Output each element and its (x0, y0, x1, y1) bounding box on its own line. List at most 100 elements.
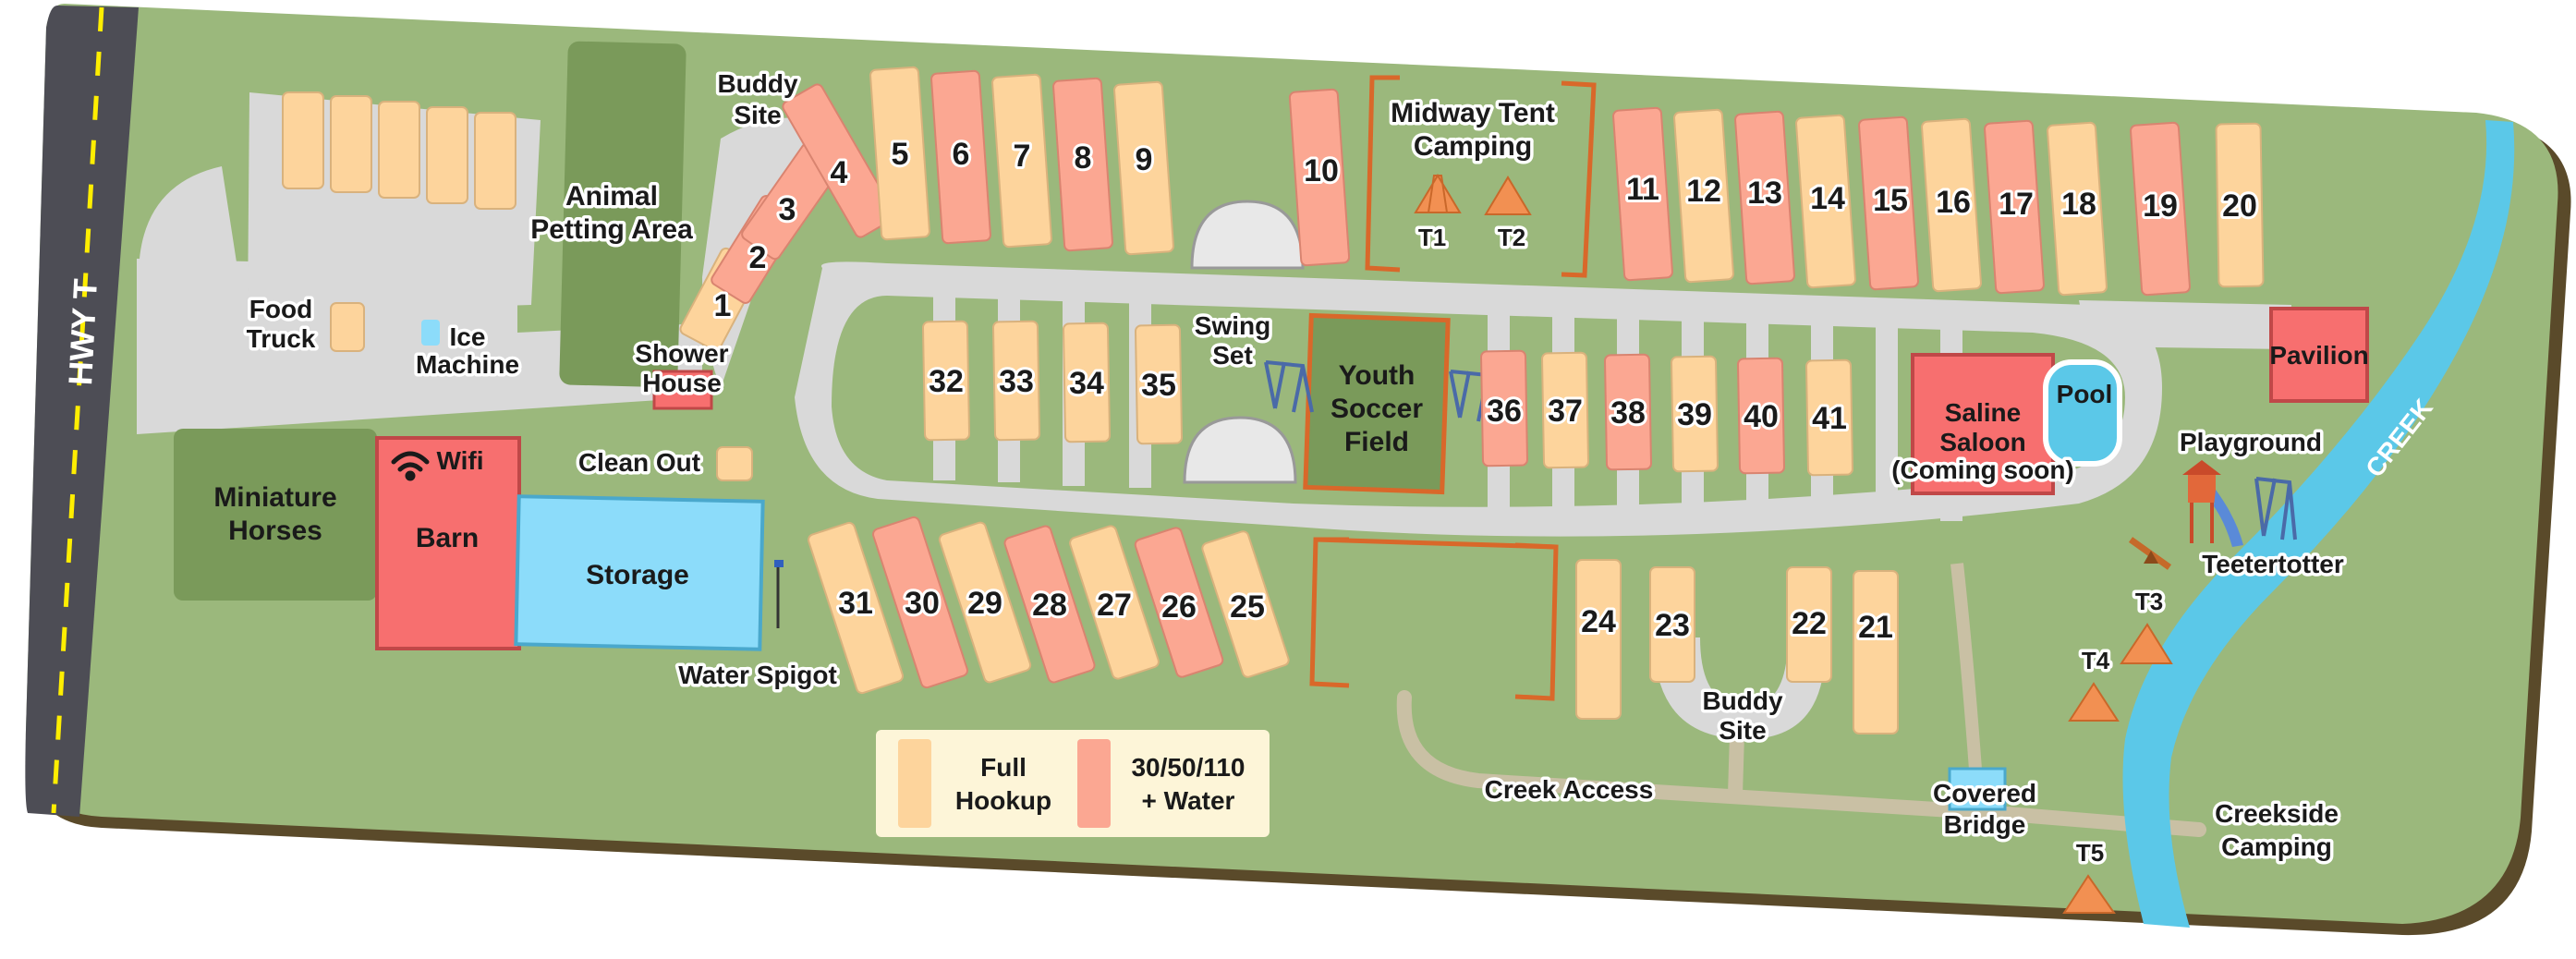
site-38[interactable] (1604, 353, 1652, 471)
site-label: 25 (1230, 589, 1265, 625)
wifi-icon (391, 451, 430, 481)
site-23[interactable] (1649, 566, 1695, 683)
saloon-label: Saline (1945, 398, 2021, 427)
covered-bridge-label: Covered (1933, 779, 2036, 807)
site-label: 9 (1136, 142, 1153, 177)
site-34[interactable] (1062, 322, 1112, 443)
bridge-path (1950, 563, 1984, 795)
site-label: 26 (1161, 589, 1197, 625)
site-39[interactable] (1671, 355, 1719, 473)
site-32[interactable] (921, 320, 971, 442)
site-label: 32 (929, 364, 964, 399)
site-label: 8 (1075, 140, 1092, 176)
campsites (679, 66, 2265, 734)
site-6[interactable] (930, 69, 991, 245)
site-19[interactable] (2130, 121, 2191, 297)
site-7[interactable] (991, 73, 1052, 249)
site-10[interactable] (1288, 88, 1351, 267)
site-15[interactable] (1858, 115, 1919, 291)
tent-label-t1: T1 (1418, 224, 1446, 251)
site-label: 28 (1032, 588, 1067, 623)
site-label: 21 (1858, 610, 1893, 645)
site-label: 38 (1610, 395, 1646, 431)
site-41[interactable] (1805, 358, 1853, 477)
site-14[interactable] (1795, 114, 1856, 289)
site-label: 5 (892, 137, 909, 172)
site-31[interactable] (807, 521, 904, 695)
food-truck-label: Food (249, 295, 312, 323)
site-21[interactable] (1853, 570, 1899, 734)
tent-label-t5: T5 (2076, 839, 2104, 867)
site-8[interactable] (1052, 77, 1113, 252)
site-12[interactable] (1673, 108, 1734, 284)
site-17[interactable] (1984, 119, 2045, 295)
shower-house-label: House (642, 369, 722, 397)
site-16[interactable] (1921, 117, 1982, 293)
legend-full-line1: Full (980, 753, 1027, 782)
storage-building (514, 494, 765, 651)
playground-label: Playground (2180, 428, 2322, 456)
animal-petting-area (559, 41, 687, 388)
site-label: 39 (1677, 397, 1712, 432)
teetertotter-icon (2128, 537, 2172, 570)
site-label: 14 (1810, 181, 1845, 216)
site-30[interactable] (871, 516, 968, 689)
legend: Full Hookup 30/50/110 + Water (876, 730, 1270, 837)
site-label: 12 (1686, 174, 1721, 209)
site-label: 10 (1304, 153, 1339, 188)
site-label: 18 (2061, 187, 2096, 222)
creekside-label: Camping (2221, 832, 2332, 861)
highway-centerline (51, 6, 104, 814)
mini-horses-label: Horses (228, 516, 322, 546)
site-20[interactable] (2215, 122, 2265, 288)
site-4[interactable] (781, 82, 897, 238)
site-24[interactable] (1575, 559, 1622, 720)
site-13[interactable] (1734, 110, 1795, 285)
creek-access-path (1396, 690, 2206, 837)
creek (2122, 120, 2515, 928)
site-label: 36 (1487, 394, 1522, 429)
creek-access-label: Creek Access (1485, 775, 1654, 804)
youth-soccer-label: Soccer (1331, 394, 1423, 424)
tent-label-t3: T3 (2135, 588, 2163, 615)
mini-horses-label: Miniature (213, 482, 336, 513)
site-26[interactable] (1134, 527, 1224, 678)
site-27[interactable] (1069, 525, 1160, 680)
midway-tent-outline (1365, 75, 1597, 278)
site-label: 34 (1069, 366, 1104, 401)
buddy-site-bottom-label: Buddy (1702, 686, 1783, 715)
site-label: 4 (831, 155, 848, 190)
ice-machine (421, 320, 440, 346)
site-37[interactable] (1541, 351, 1589, 469)
site-35[interactable] (1134, 323, 1184, 445)
saloon-label: (Coming soon) (1891, 455, 2074, 484)
site-9[interactable] (1113, 80, 1174, 256)
legend-full-swatch (898, 739, 931, 828)
site-label: 24 (1581, 604, 1616, 639)
site-40[interactable] (1737, 357, 1785, 475)
site-labels: 1 2 3 4 5 6 7 8 9 10 11 12 13 14 15 16 1… (711, 134, 2260, 648)
site-label: 20 (2222, 188, 2257, 224)
buddy-loop-bottom-inner (1700, 637, 1788, 707)
site-label: 37 (1548, 394, 1583, 429)
water-spigot-label: Water Spigot (678, 661, 837, 689)
shower-house-building (652, 370, 713, 410)
site-25[interactable] (1201, 530, 1290, 679)
site-22[interactable] (1786, 566, 1832, 683)
wifi-label: Wifi (436, 446, 483, 475)
covered-bridge-label: Bridge (1944, 810, 2026, 839)
site-33[interactable] (991, 320, 1041, 442)
site-label: 35 (1141, 368, 1176, 403)
site-label: 27 (1097, 588, 1132, 623)
site-5[interactable] (869, 66, 930, 241)
site-28[interactable] (1003, 525, 1096, 684)
teetertotter-label: Teetertotter (2202, 550, 2344, 578)
site-18[interactable] (2047, 121, 2108, 297)
animal-area-label: Petting Area (530, 214, 693, 245)
site-29[interactable] (938, 521, 1032, 684)
swing-set-label: Swing (1195, 311, 1270, 340)
site-36[interactable] (1480, 349, 1528, 467)
site-11[interactable] (1612, 106, 1673, 282)
animal-area-label: Animal (565, 181, 658, 212)
